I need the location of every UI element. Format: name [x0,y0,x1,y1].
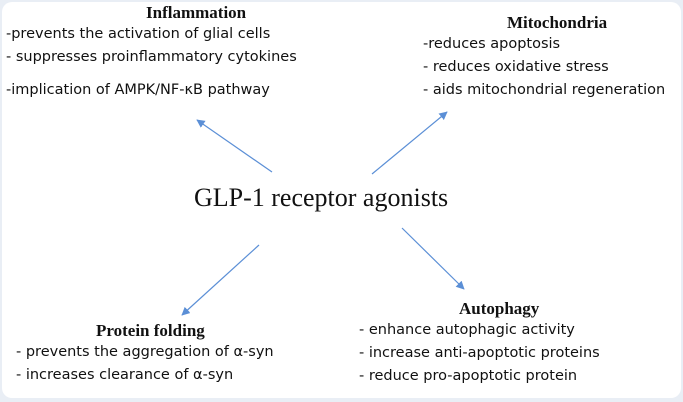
autophagy-heading: Autophagy [459,299,540,318]
autophagy-block: Autophagy - enhance autophagic activity … [359,299,600,388]
mitochondria-block: Mitochondria -reduces apoptosis - reduce… [423,13,665,102]
arrow-to-inflammation [196,119,273,173]
inflammation-heading: Inflammation [146,3,247,22]
protein-folding-item: - increases clearance of α-syn [16,367,234,383]
mitochondria-item: - reduces oxidative stress [423,59,609,75]
mitochondria-item: -reduces apoptosis [423,36,561,52]
inflammation-block: Inflammation -prevents the activation of… [6,3,297,102]
inflammation-item: -prevents the activation of glial cells [6,26,271,42]
center-title: GLP-1 receptor agonists [194,183,449,212]
protein-folding-block: Protein folding - prevents the aggregati… [16,321,274,387]
autophagy-item: - reduce pro-apoptotic protein [359,368,578,384]
arrow-to-mitochondria [371,111,448,175]
mitochondria-item: - aids mitochondrial regeneration [423,82,666,98]
mitochondria-heading: Mitochondria [507,13,608,32]
arrows-layer [181,111,465,316]
inflammation-item: - suppresses proinflammatory cytokines [6,49,297,65]
protein-folding-item: - prevents the aggregation of α-syn [16,344,274,360]
arrow-to-autophagy [401,227,465,290]
autophagy-item: - enhance autophagic activity [359,322,575,338]
protein-folding-heading: Protein folding [96,321,205,340]
arrow-to-protein-folding [181,244,260,316]
inflammation-item: -implication of AMPK/NF-κB pathway [6,82,270,98]
autophagy-item: - increase anti-apoptotic proteins [359,345,600,361]
diagram-canvas: Inflammation -prevents the activation of… [2,2,681,398]
